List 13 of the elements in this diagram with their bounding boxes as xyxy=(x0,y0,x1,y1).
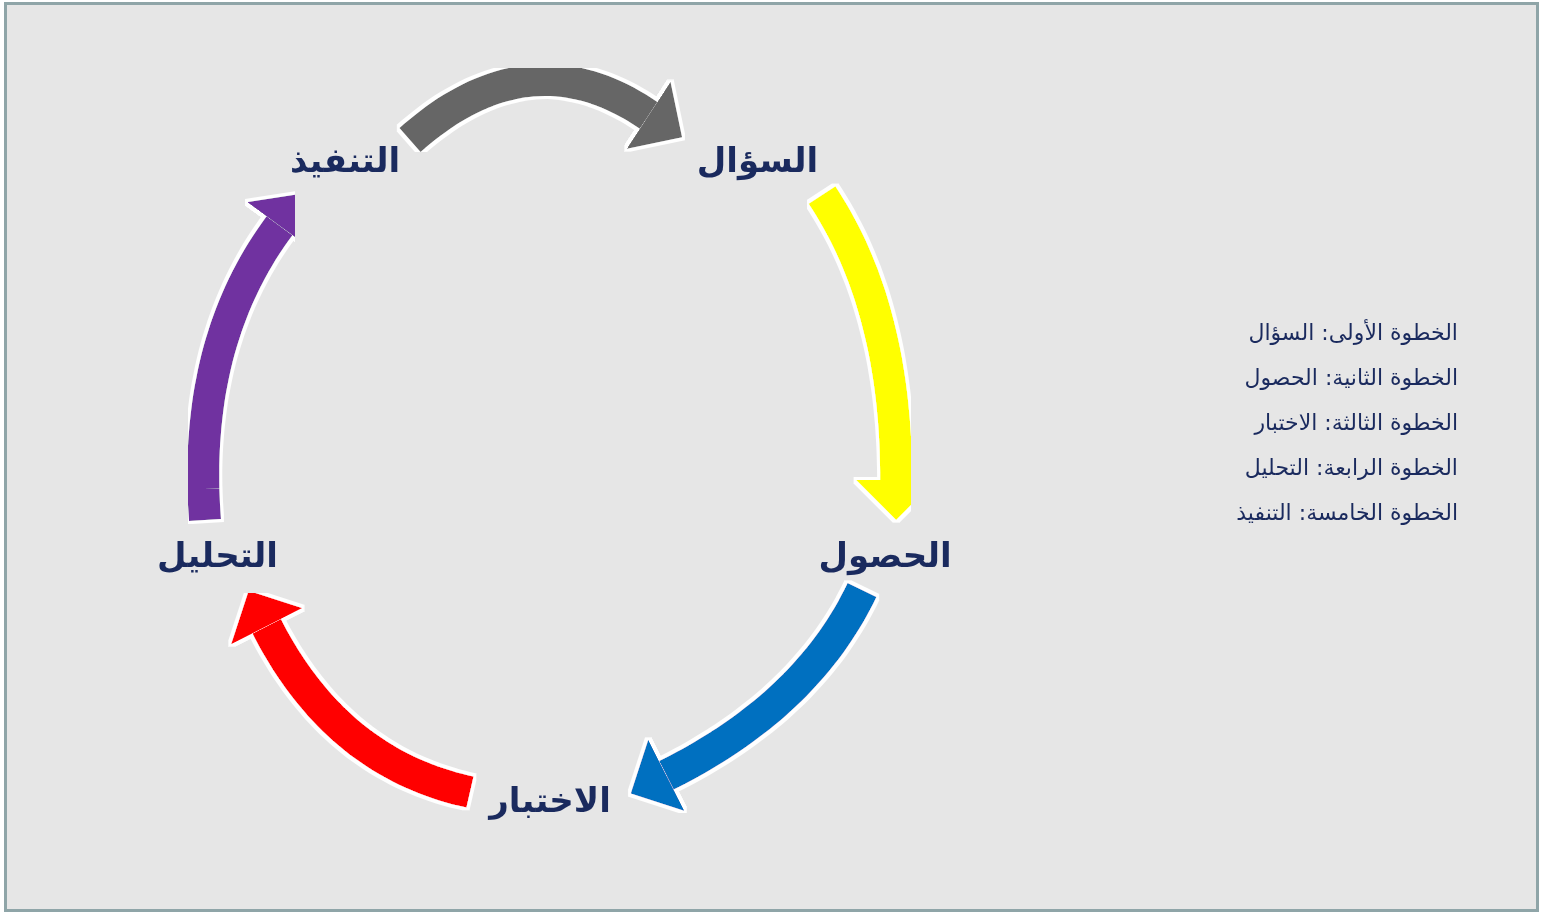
curved-arrow xyxy=(808,185,937,520)
step-label: التحليل xyxy=(145,520,290,590)
step-label: الاختبار xyxy=(470,765,630,835)
step-label: السؤال xyxy=(680,125,835,195)
legend-text: الخطوة الرابعة: التحليل xyxy=(1244,454,1458,482)
legend-text: الخطوة الخامسة: التنفيذ xyxy=(1236,499,1458,527)
step-label: الحصول xyxy=(800,520,970,590)
legend-text: الخطوة الثانية: الحصول xyxy=(1244,364,1458,392)
curved-arrow xyxy=(630,580,877,811)
legend-text: الخطوة الأولى: السؤال xyxy=(1248,318,1458,347)
legend-text: الخطوة الثالثة: الاختبار xyxy=(1254,409,1458,437)
step-label: التنفيذ xyxy=(280,125,410,195)
curved-arrow xyxy=(398,64,683,152)
